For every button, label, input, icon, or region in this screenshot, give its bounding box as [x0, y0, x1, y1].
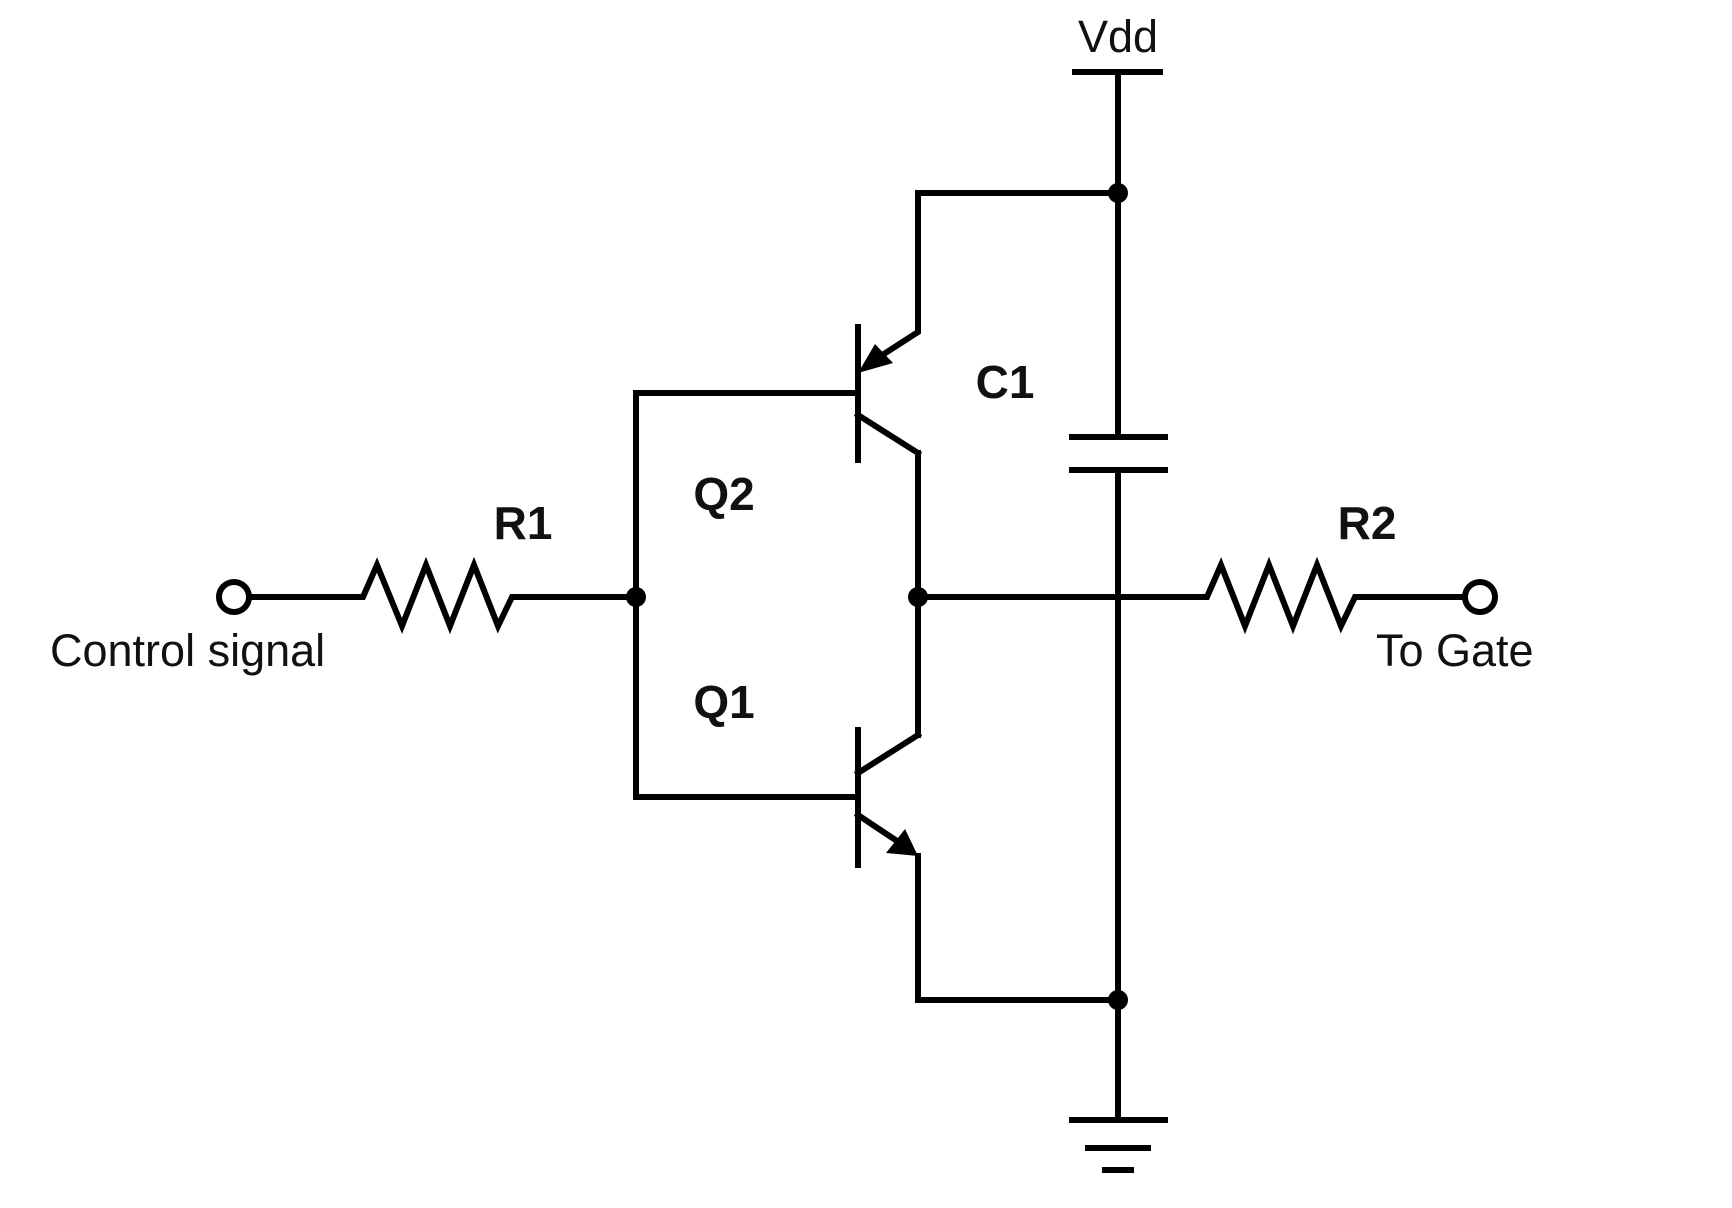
junction-ground	[1108, 990, 1128, 1010]
junction-vdd	[1108, 183, 1128, 203]
junction-base	[626, 587, 646, 607]
resistor-r2	[915, 556, 1468, 635]
q2-label: Q2	[693, 468, 754, 520]
c1-label: C1	[976, 356, 1035, 408]
transistor-q2	[853, 324, 923, 463]
base-wire	[633, 390, 861, 800]
transistor-q1	[853, 727, 923, 868]
junction-output	[908, 587, 928, 607]
q1-emitter-arrow	[886, 829, 918, 856]
output-label: To Gate	[1376, 625, 1534, 676]
output-terminal	[1462, 579, 1498, 615]
ground-symbol	[1069, 1117, 1168, 1173]
vdd-supply-symbol	[1072, 69, 1163, 196]
q2-emitter-arrow	[858, 344, 893, 373]
input-label: Control signal	[50, 625, 325, 676]
q1-label: Q1	[693, 676, 754, 728]
q2-emitter-wire	[865, 190, 1121, 368]
input-terminal	[216, 579, 252, 615]
q1-emitter-wire	[915, 853, 1121, 1003]
capacitor-c1	[1069, 434, 1168, 473]
resistor-r1	[246, 556, 639, 635]
r1-label: R1	[494, 497, 553, 549]
r2-label: R2	[1338, 497, 1397, 549]
vdd-label: Vdd	[1078, 11, 1158, 62]
